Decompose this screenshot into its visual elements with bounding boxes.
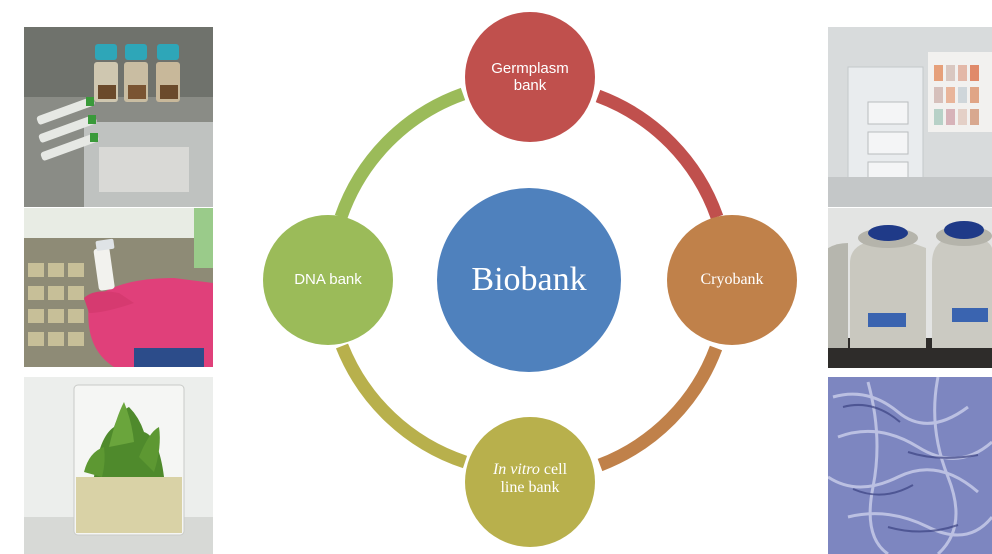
biobank-label-text: Biobank	[471, 261, 587, 298]
germplasm-label-line2: bank	[513, 77, 547, 94]
dna-bank-label-text: DNA bank	[294, 271, 362, 289]
germplasm-label-line1: Germplasm	[491, 59, 569, 77]
dna-bank-node	[263, 215, 393, 345]
in-vitro-rest: cell	[539, 460, 568, 478]
arc-dna-to-germplasm	[334, 87, 466, 220]
germplasm-bank-node	[465, 12, 595, 142]
cryo-rack-photo	[828, 27, 992, 207]
arc-germplasm-to-cryo	[595, 89, 724, 220]
biobank-center-label: Biobank	[439, 250, 619, 310]
arc-invitro-to-dna	[335, 343, 468, 469]
germplasm-bank-label: Germplasm bank	[470, 52, 590, 102]
in-vitro-label-line1: In vitro cell	[493, 461, 567, 479]
cell-culture-micrograph-photo	[828, 377, 992, 554]
dna-bank-label: DNA bank	[268, 268, 388, 292]
cryobank-label-text: Cryobank	[700, 270, 764, 288]
arc-cryo-to-invitro	[597, 345, 723, 472]
in-vitro-label-line2: line bank	[500, 479, 560, 496]
seed-vials-photo	[24, 27, 213, 207]
gloved-hand-tube-photo	[24, 208, 213, 367]
in-vitro-cell-line-bank-node	[465, 417, 595, 547]
in-vitro-cell-line-bank-label: In vitro cell line bank	[470, 455, 590, 503]
cryobank-node	[667, 215, 797, 345]
plant-culture-jar-photo	[24, 377, 213, 554]
liquid-nitrogen-dewars-photo	[828, 208, 992, 368]
cryobank-label: Cryobank	[672, 268, 792, 292]
biobank-center-circle	[437, 188, 621, 372]
in-vitro-italic: In vitro	[492, 460, 540, 478]
